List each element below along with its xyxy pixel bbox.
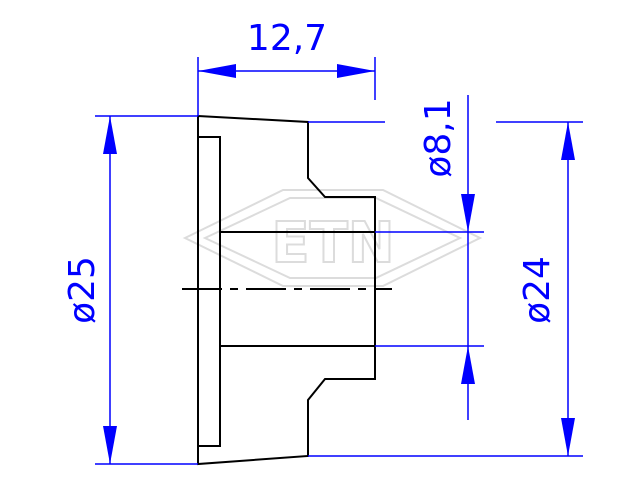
arrow-up	[103, 116, 117, 154]
dimension-length: 12,7	[197, 18, 376, 116]
arrow-down	[461, 194, 475, 232]
length-label: 12,7	[247, 18, 327, 59]
dimension-outer-diameter: ø25	[62, 115, 198, 465]
arrow-right	[337, 64, 375, 78]
arrow-down	[561, 418, 575, 456]
arrow-left	[198, 64, 236, 78]
hub-diameter-label: ø24	[517, 256, 558, 324]
dimension-hub-diameter: ø24	[308, 121, 583, 457]
arrow-up	[561, 122, 575, 160]
watermark-logo: ETN	[182, 189, 483, 287]
dimension-bore-diameter: ø8,1	[375, 95, 484, 420]
bore-diameter-label: ø8,1	[418, 98, 459, 177]
part-outline	[182, 114, 392, 466]
arrow-down	[103, 426, 117, 464]
arrow-up	[461, 346, 475, 384]
flange-outline	[197, 114, 376, 466]
flange-recess	[198, 136, 221, 447]
outer-diameter-label: ø25	[62, 256, 103, 324]
watermark-logo-text: ETN	[271, 211, 394, 276]
